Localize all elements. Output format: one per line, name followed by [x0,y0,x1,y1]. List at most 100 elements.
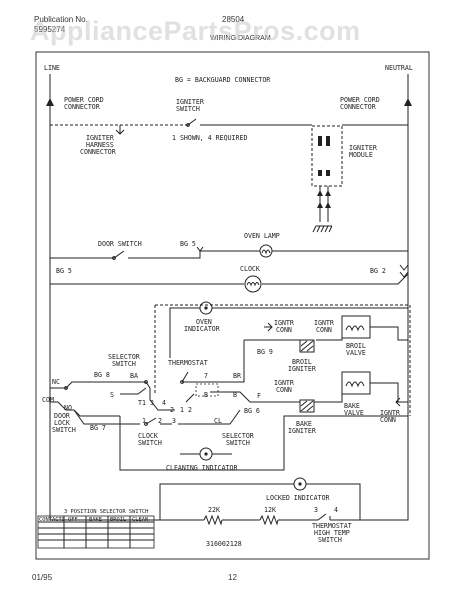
clock-label: CLOCK [240,265,260,273]
model-code: 28504 [222,15,245,24]
bg7-label: BG 7 [90,424,106,432]
selector-switch-top-label-2: SWITCH [112,360,136,368]
selector-table-header-contacts: CONTACTS [39,517,65,523]
ground-symbol-icon [324,225,333,233]
th4-label: 4 [334,506,338,514]
broil-valve-label-1: BROIL [346,342,366,350]
ba-label: BA [130,372,138,380]
bake-igniter-label-2: IGNITER [288,427,316,435]
clock-motor-coil [246,282,260,287]
selector-table-header-off: OFF [68,517,78,523]
locked-indicator-label: LOCKED INDICATOR [266,494,330,502]
broil-igniter-label-1: BROIL [292,358,312,366]
footer-page: 12 [228,573,237,582]
t4-label: 4 [162,399,166,407]
diagram-frame [35,51,430,560]
ground-symbol-icon [312,225,325,233]
ignitr-conn-c-label-1: IGNTR [274,379,294,387]
igniter-harness-label-3: CONNECTOR [80,148,116,156]
clock-switch-label-1: CLOCK [138,432,158,440]
bg9-label: BG 9 [257,348,273,356]
resistor-22k-icon [203,514,223,526]
bake-igniter-hatch [300,400,314,412]
power-cord-left-label-1: POWER CORD [64,96,104,104]
bg6-label: BG 6 [244,407,260,415]
th3-label: 3 [314,506,318,514]
oven-indicator-dot [204,306,208,310]
selector-switch-table: 3 POSITION SELECTOR SWITCH CONTACTS OFF … [37,509,155,549]
oven-indicator-label-2: INDICATOR [184,325,220,333]
publication-label: Publication No. [34,15,88,24]
selector-switch-bot-label-1: SELECTOR [222,432,254,440]
clock-wire [50,273,409,285]
line-arrow-icon [46,98,54,106]
igniter-harness-label-1: IGNITER [86,134,114,142]
clock-switch-wiring [120,409,241,425]
t7-label: 7 [204,372,208,380]
bake-conn-arrow [395,397,404,407]
locked-circuit-wire [49,400,409,521]
br-label: BR [233,372,241,380]
selector-switch-top-label-1: SELECTOR [108,353,140,361]
power-cord-right-label-2: CONNECTOR [340,103,376,111]
bg8-label: BG 8 [94,371,110,379]
thermostat-ht-label-2: HIGH TEMP [314,529,350,537]
door-lock-label-2: LOCK [54,419,70,427]
oven-indicator-wire [169,307,408,358]
ignitr-conn-b-label-1: IGNTR [314,319,334,327]
selector-table-header-clean: CLEAN [132,517,148,523]
bg-legend: BG = BACKGUARD CONNECTOR [175,76,270,84]
igniter-harness-label-2: HARNESS [86,141,114,149]
ignitr-conn-d-label-1: IGNTR [380,409,400,417]
oven-lamp-icon [259,244,273,258]
bg5-label-a: BG 5 [180,240,196,248]
selector-table-header-broil: BROIL [110,517,126,523]
t1b-label: 1 [180,406,184,414]
bake-valve-label-2: VALVE [344,409,364,417]
r22k-label: 22K [208,506,220,514]
selector-switch-pivot [64,386,68,390]
neutral-label: NEUTRAL [385,64,413,72]
c2-label: 2 [158,417,162,425]
igniter-harness-arrows [115,125,125,135]
f-label: F [257,392,261,400]
selector-switch-pivot [144,380,148,384]
door-switch-label: DOOR SWITCH [98,240,142,248]
bg2-label: BG 2 [370,267,386,275]
t1-label: T1 [138,399,146,407]
thermostat-ht-label-3: SWITCH [318,536,342,544]
power-cord-left-label-2: CONNECTOR [64,103,100,111]
watermark-logo: AppliancePartsPros.com [30,16,361,46]
oven-indicator-label-1: OVEN [196,318,212,326]
selector-switch-wiring [50,340,274,417]
b2-label: B [233,391,237,399]
c1-label: 1 [142,417,146,425]
thermostat-pivot [180,380,184,384]
spark-arrow-icon [325,202,331,208]
bake-circuit-wire [274,382,408,403]
igniter-module-terminal [326,136,330,146]
igniter-module-terminal [326,170,330,176]
bg5-label-b: BG 5 [56,267,72,275]
igniter-switch-label-2: SWITCH [176,105,200,113]
broil-valve-label-2: VALVE [346,349,366,357]
diagram-title: WIRING DIAGRAM [210,35,271,42]
igniter-switch-label-1: IGNITER [176,98,204,106]
neutral-arrow-icon [404,98,412,106]
igniter-module-terminal [318,136,322,146]
door-switch-wire [50,250,408,259]
shown-required-label: 1 SHOWN, 4 REQUIRED [172,134,247,142]
broil-igniter-label-2: IGNITER [288,365,316,373]
spark-electrode-leads [319,186,329,222]
igniter-switch-contact [187,118,312,126]
high-temp-switch-icon [317,513,331,521]
no-label: NO [64,404,72,412]
oven-lamp-label: OVEN LAMP [244,232,280,240]
bake-igniter-element [299,399,315,413]
igniter-module-label-2: MODULE [349,151,373,159]
ignitr-conn-d-label-2: CONN [380,416,396,424]
selector-table-header-bake: BAKE [89,517,102,523]
oven-lamp-filament [261,249,271,255]
publication-number: 5995274 [34,25,66,34]
